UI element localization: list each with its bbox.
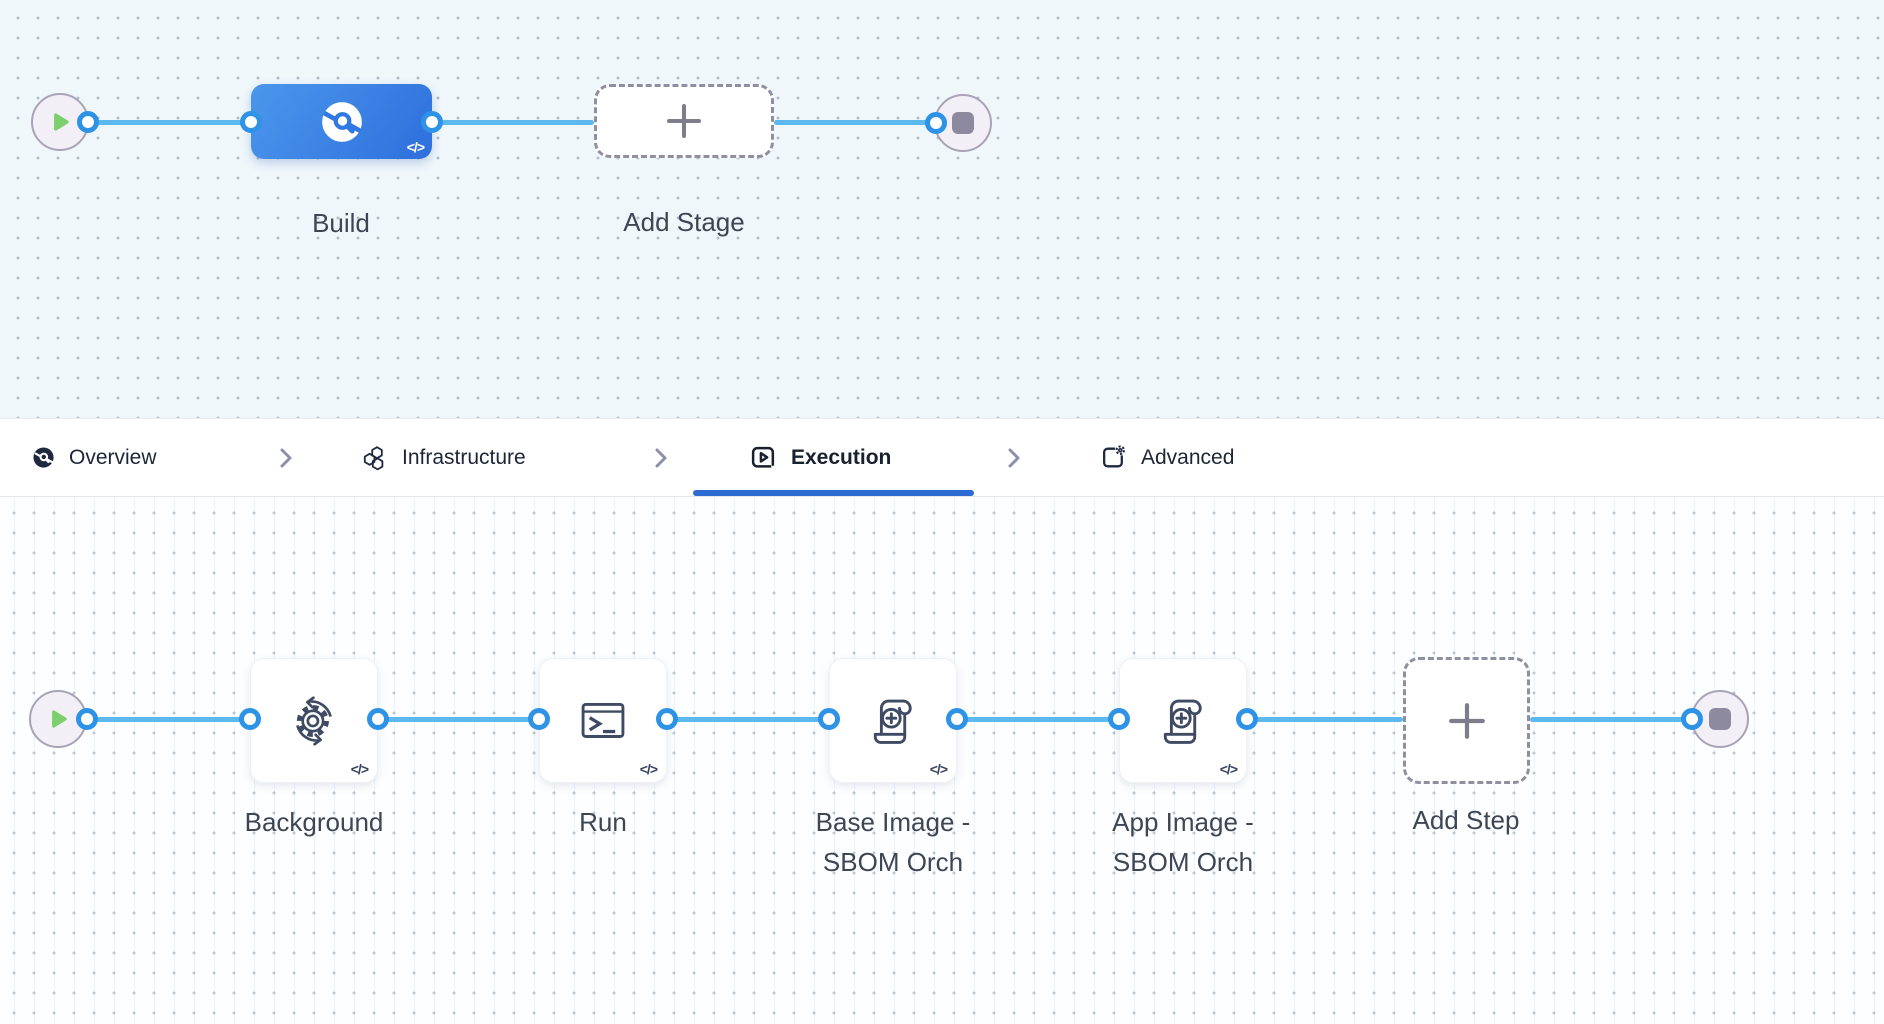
node-port[interactable] bbox=[76, 708, 98, 730]
play-icon bbox=[45, 706, 71, 732]
step-node-run[interactable]: </> bbox=[539, 658, 667, 783]
ci-circle-icon bbox=[32, 446, 55, 469]
node-port[interactable] bbox=[1236, 708, 1258, 730]
step-label[interactable]: App Image - SBOM Orch bbox=[1112, 807, 1254, 877]
node-port[interactable] bbox=[240, 111, 262, 133]
step-node-background[interactable]: </> bbox=[250, 658, 378, 783]
add-step-button[interactable] bbox=[1403, 657, 1530, 784]
step-label[interactable]: Background bbox=[244, 807, 384, 837]
add-step-label[interactable]: Add Step bbox=[1412, 805, 1520, 835]
ci-build-icon bbox=[319, 99, 365, 145]
scroll-plus-icon bbox=[862, 690, 924, 752]
stage-config-tabbar: Overview Infrastructure bbox=[0, 418, 1884, 497]
node-port[interactable] bbox=[367, 708, 389, 730]
node-port[interactable] bbox=[656, 708, 678, 730]
chevron-right-icon bbox=[278, 447, 294, 469]
add-stage-button[interactable] bbox=[594, 84, 774, 158]
node-port[interactable] bbox=[77, 111, 99, 133]
tab-label: Execution bbox=[791, 445, 892, 469]
stop-icon bbox=[1709, 708, 1731, 730]
gear-square-icon bbox=[1100, 444, 1127, 471]
code-view-icon[interactable]: </> bbox=[350, 761, 369, 777]
step-node-app-image-sbom[interactable]: </> bbox=[1119, 658, 1247, 783]
step-label[interactable]: Run bbox=[579, 807, 627, 837]
tab-label: Overview bbox=[69, 445, 157, 469]
step-node-base-image-sbom[interactable]: </> bbox=[829, 658, 957, 783]
connector-wire bbox=[87, 717, 250, 722]
code-view-icon[interactable]: </> bbox=[406, 139, 425, 155]
play-square-icon bbox=[750, 444, 777, 471]
node-port[interactable] bbox=[818, 708, 840, 730]
tab-execution[interactable]: Execution bbox=[750, 419, 891, 496]
node-port[interactable] bbox=[925, 112, 947, 134]
code-view-icon[interactable]: </> bbox=[1219, 761, 1238, 777]
hexagons-icon bbox=[362, 445, 388, 471]
step-canvas[interactable]: </> </> bbox=[0, 497, 1884, 1024]
execution-end-node bbox=[1691, 690, 1749, 748]
connector-wire bbox=[667, 717, 829, 722]
node-port[interactable] bbox=[528, 708, 550, 730]
connector-wire bbox=[1247, 717, 1403, 722]
plus-icon bbox=[1447, 701, 1487, 741]
terminal-icon bbox=[572, 690, 634, 752]
stage-canvas[interactable]: </> Build Add Stage bbox=[0, 0, 1884, 418]
play-icon bbox=[47, 109, 73, 135]
tab-label: Advanced bbox=[1141, 445, 1235, 469]
active-tab-underline bbox=[693, 490, 974, 496]
tab-infrastructure[interactable]: Infrastructure bbox=[362, 419, 526, 496]
connector-wire bbox=[432, 120, 594, 125]
node-port[interactable] bbox=[1681, 708, 1703, 730]
chevron-right-icon bbox=[653, 447, 669, 469]
step-label[interactable]: Base Image - SBOM Orch bbox=[815, 807, 971, 877]
chevron-right-icon bbox=[1006, 447, 1022, 469]
connector-wire bbox=[1530, 717, 1692, 722]
gear-sync-icon bbox=[283, 690, 345, 752]
connector-wire bbox=[378, 717, 539, 722]
connector-wire bbox=[957, 717, 1119, 722]
connector-wire bbox=[774, 120, 936, 125]
plus-icon bbox=[665, 102, 703, 140]
stage-node-build[interactable]: </> bbox=[251, 84, 432, 159]
tab-advanced[interactable]: Advanced bbox=[1100, 419, 1234, 496]
node-port[interactable] bbox=[1108, 708, 1130, 730]
connector-wire bbox=[88, 120, 251, 125]
tab-label: Infrastructure bbox=[402, 445, 526, 469]
scroll-plus-icon bbox=[1152, 690, 1214, 752]
tab-overview[interactable]: Overview bbox=[32, 419, 157, 496]
node-port[interactable] bbox=[421, 111, 443, 133]
stage-label[interactable]: Build bbox=[312, 208, 370, 238]
node-port[interactable] bbox=[239, 708, 261, 730]
code-view-icon[interactable]: </> bbox=[929, 761, 948, 777]
node-port[interactable] bbox=[946, 708, 968, 730]
code-view-icon[interactable]: </> bbox=[639, 761, 658, 777]
add-stage-label[interactable]: Add Stage bbox=[623, 207, 745, 237]
stop-icon bbox=[952, 112, 974, 134]
